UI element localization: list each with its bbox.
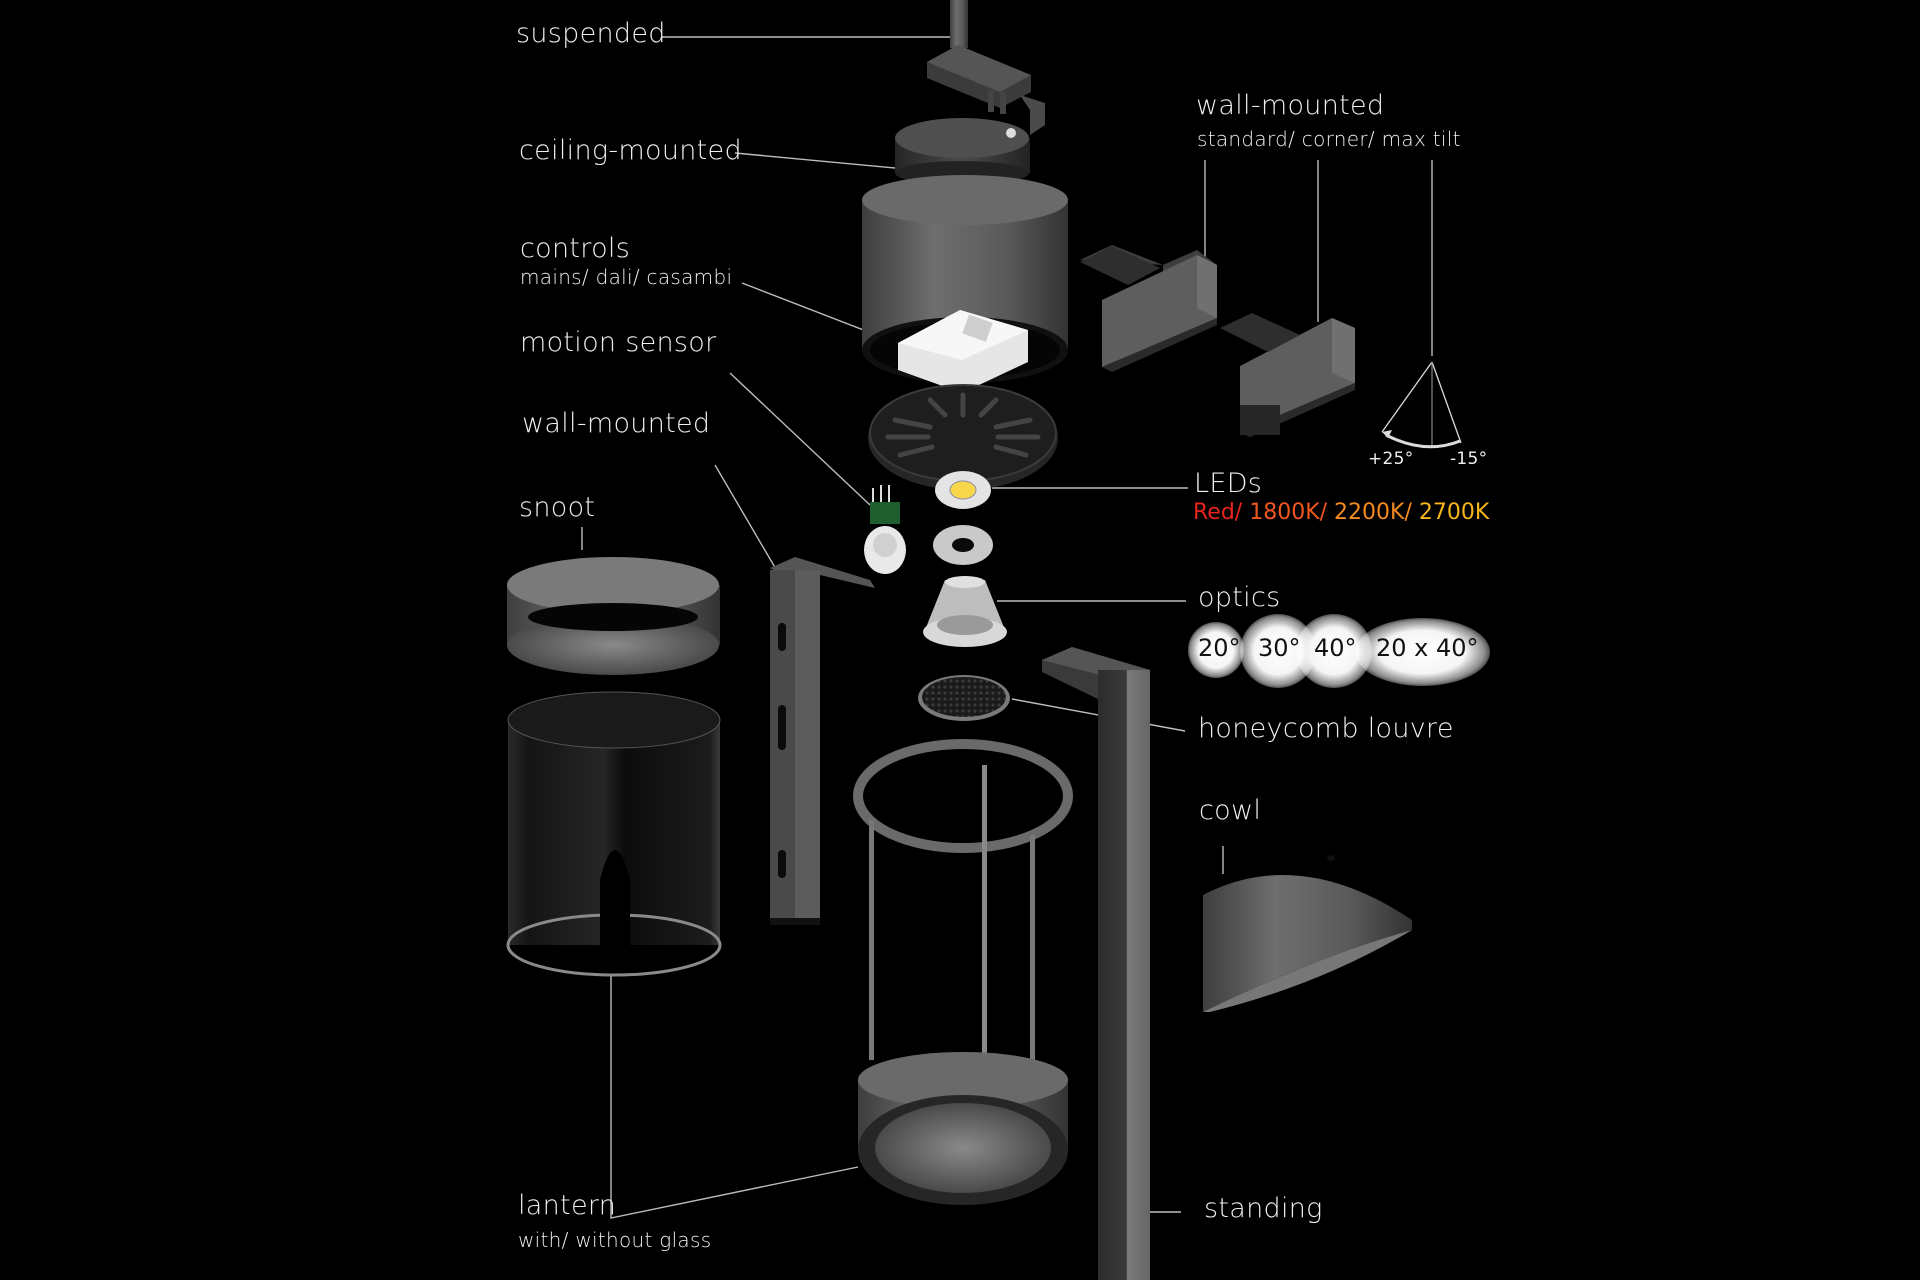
optic-glow-20: [1188, 622, 1244, 678]
label-motion-sensor: motion sensor: [520, 327, 717, 358]
ceiling-cap: [895, 118, 1030, 185]
led-option-2200k: 2200K/: [1327, 500, 1412, 525]
standing-pole: [1042, 647, 1150, 1280]
optic-glow-20x40: [1355, 618, 1490, 686]
heatsink-disc: [868, 384, 1058, 490]
led-board: [935, 471, 991, 509]
label-controls: controls: [520, 233, 631, 264]
glass-cylinder: [506, 691, 722, 977]
wall-bracket-standard: [1080, 245, 1217, 372]
label-lantern: lantern: [518, 1190, 617, 1221]
cowl-part: [1203, 855, 1412, 1012]
optic-option-30: 30°: [1258, 634, 1301, 662]
wall-bracket-part: [770, 557, 875, 925]
label-standing: standing: [1204, 1193, 1323, 1224]
leader-lantern: [610, 975, 859, 1219]
label-tilt-plus: +25°: [1368, 449, 1414, 469]
optic-option-40: 40°: [1314, 634, 1357, 662]
led-holder: [933, 525, 993, 565]
label-leds: LEDs: [1194, 468, 1263, 499]
leader-ceiling: [734, 152, 896, 169]
led-option-1800k: 1800K/: [1242, 500, 1328, 525]
honeycomb-louvre-part: [918, 675, 1010, 721]
label-wall-mounted-options: standard/ corner/ max tilt: [1197, 127, 1461, 151]
optic-option-20: 20°: [1198, 634, 1241, 662]
led-options: Red/ 1800K/ 2200K/ 2700K: [1193, 500, 1489, 525]
optic-option-20x40: 20 x 40°: [1376, 634, 1479, 662]
optic-reflector: [923, 576, 1007, 647]
label-controls-options: mains/ dali/ casambi: [520, 265, 733, 289]
label-ceiling-mounted: ceiling-mounted: [519, 135, 742, 166]
led-option-red: Red/: [1193, 500, 1243, 525]
label-lantern-options: with/ without glass: [518, 1228, 712, 1252]
leader-motion: [729, 372, 871, 506]
leader-wall-left: [714, 464, 781, 577]
lantern-frame: [853, 739, 1073, 1205]
motion-sensor-part: [864, 485, 906, 574]
led-option-2700k: 2700K: [1411, 500, 1490, 525]
suspended-mount: [927, 0, 1045, 135]
label-optics: optics: [1198, 582, 1281, 613]
label-suspended: suspended: [516, 18, 666, 49]
label-snoot: snoot: [519, 492, 596, 523]
label-cowl: cowl: [1199, 795, 1262, 826]
label-honeycomb-louvre: honeycomb louvre: [1198, 713, 1454, 744]
driver-box: [898, 310, 1028, 393]
snoot-part: [507, 557, 720, 675]
wall-bracket-corner: [1220, 313, 1355, 437]
label-wall-mounted-left: wall-mounted: [522, 408, 711, 439]
label-tilt-minus: -15°: [1450, 449, 1488, 469]
tilt-indicator: [1381, 361, 1462, 449]
label-wall-mounted-right: wall-mounted: [1196, 90, 1385, 121]
